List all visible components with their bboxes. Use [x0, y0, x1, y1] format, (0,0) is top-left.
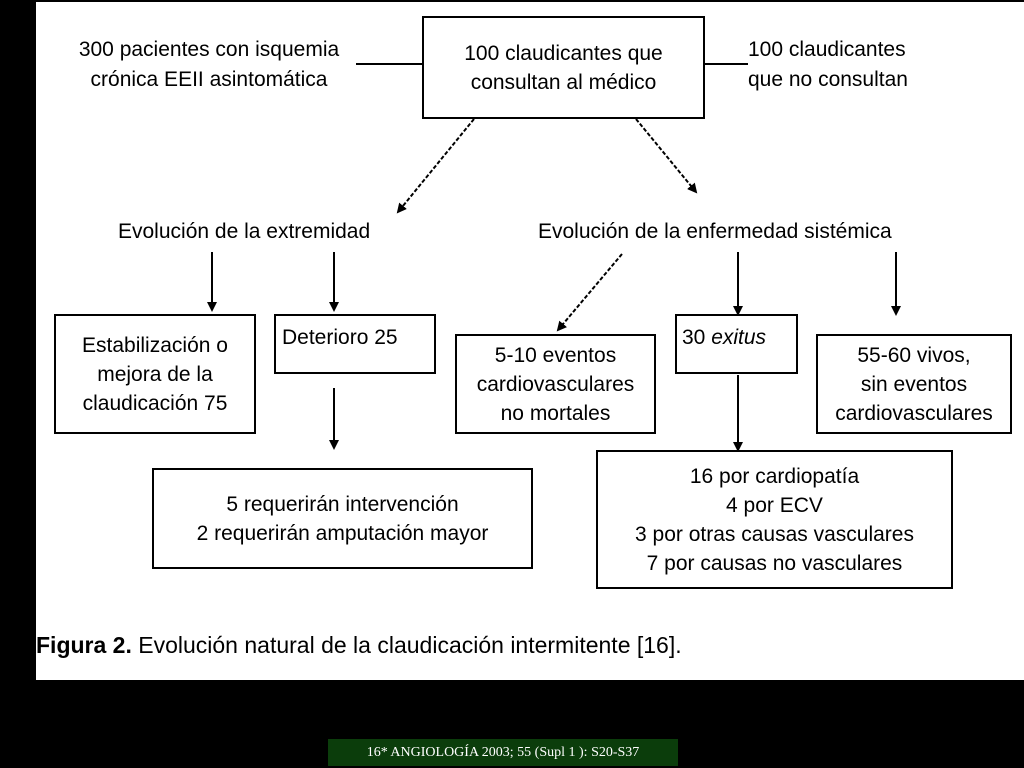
events-line-1: 5-10 eventos [494, 343, 617, 367]
caption-label: Figura 2. [36, 632, 132, 658]
stabilization-box: Estabilización o mejora de la claudicaci… [54, 314, 256, 434]
caption-text: Evolución natural de la claudicación int… [131, 632, 682, 658]
asymptomatic-patients-text: 300 pacientes con isquemia crónica EEII … [50, 35, 368, 95]
causes-line-2: 4 por ECV [726, 493, 823, 517]
stabilization-line-3: claudicación 75 [82, 391, 228, 415]
limb-evolution-heading: Evolución de la extremidad [118, 220, 371, 243]
deterioration-box: Deterioro 25 [274, 314, 436, 374]
arrow-to-limb [396, 118, 475, 214]
intervention-line-1: 5 requerirán intervención [226, 492, 459, 516]
exitus-word: exitus [711, 326, 767, 349]
stabilization-line-1: Estabilización o [82, 333, 228, 357]
non-consulting-line-2: que no consultan [748, 68, 908, 91]
deterioration-label: Deterioro 25 [282, 326, 398, 349]
alive-box: 55-60 vivos, sin eventos cardiovasculare… [816, 334, 1012, 434]
consulting-claudicants-box: 100 claudicantes que consultan al médico [422, 16, 705, 119]
asymptomatic-line-2: crónica EEII asintomática [90, 68, 328, 91]
exitus-number: 30 [682, 326, 706, 349]
consulting-line-1: 100 claudicantes que [464, 41, 663, 65]
causes-line-1: 16 por cardiopatía [689, 464, 860, 488]
arrow-to-systemic [635, 118, 698, 194]
slide-figure: 300 pacientes con isquemia crónica EEII … [36, 2, 1024, 680]
exitus-box: 30 exitus [675, 314, 798, 374]
systemic-evolution-heading: Evolución de la enfermedad sistémica [538, 220, 892, 243]
citation-footer: 16* ANGIOLOGÍA 2003; 55 (Supl 1 ): S20-S… [328, 739, 678, 766]
consulting-line-2: consultan al médico [470, 70, 657, 94]
events-line-3: no mortales [500, 401, 611, 425]
arrow-to-events [556, 253, 623, 332]
figure-caption: Figura 2. Evolución natural de la claudi… [36, 630, 682, 660]
death-causes-box: 16 por cardiopatía 4 por ECV 3 por otras… [596, 450, 953, 589]
causes-line-4: 7 por causas no vasculares [646, 551, 903, 575]
intervention-box: 5 requerirán intervención 2 requerirán a… [152, 468, 533, 569]
alive-line-3: cardiovasculares [835, 401, 993, 425]
exitus-label: 30 exitus [677, 316, 766, 352]
causes-line-3: 3 por otras causas vasculares [635, 522, 914, 546]
nonfatal-events-box: 5-10 eventos cardiovasculares no mortale… [455, 334, 656, 434]
diagram-connectors [207, 63, 901, 452]
intervention-line-2: 2 requerirán amputación mayor [196, 521, 489, 545]
events-line-2: cardiovasculares [476, 372, 635, 396]
alive-line-2: sin eventos [860, 372, 968, 396]
asymptomatic-line-1: 300 pacientes con isquemia [78, 38, 340, 61]
non-consulting-line-1: 100 claudicantes [748, 38, 906, 61]
stabilization-line-2: mejora de la [97, 362, 213, 386]
non-consulting-claudicants-text: 100 claudicantes que no consultan [748, 35, 1008, 95]
alive-line-1: 55-60 vivos, [857, 343, 971, 367]
